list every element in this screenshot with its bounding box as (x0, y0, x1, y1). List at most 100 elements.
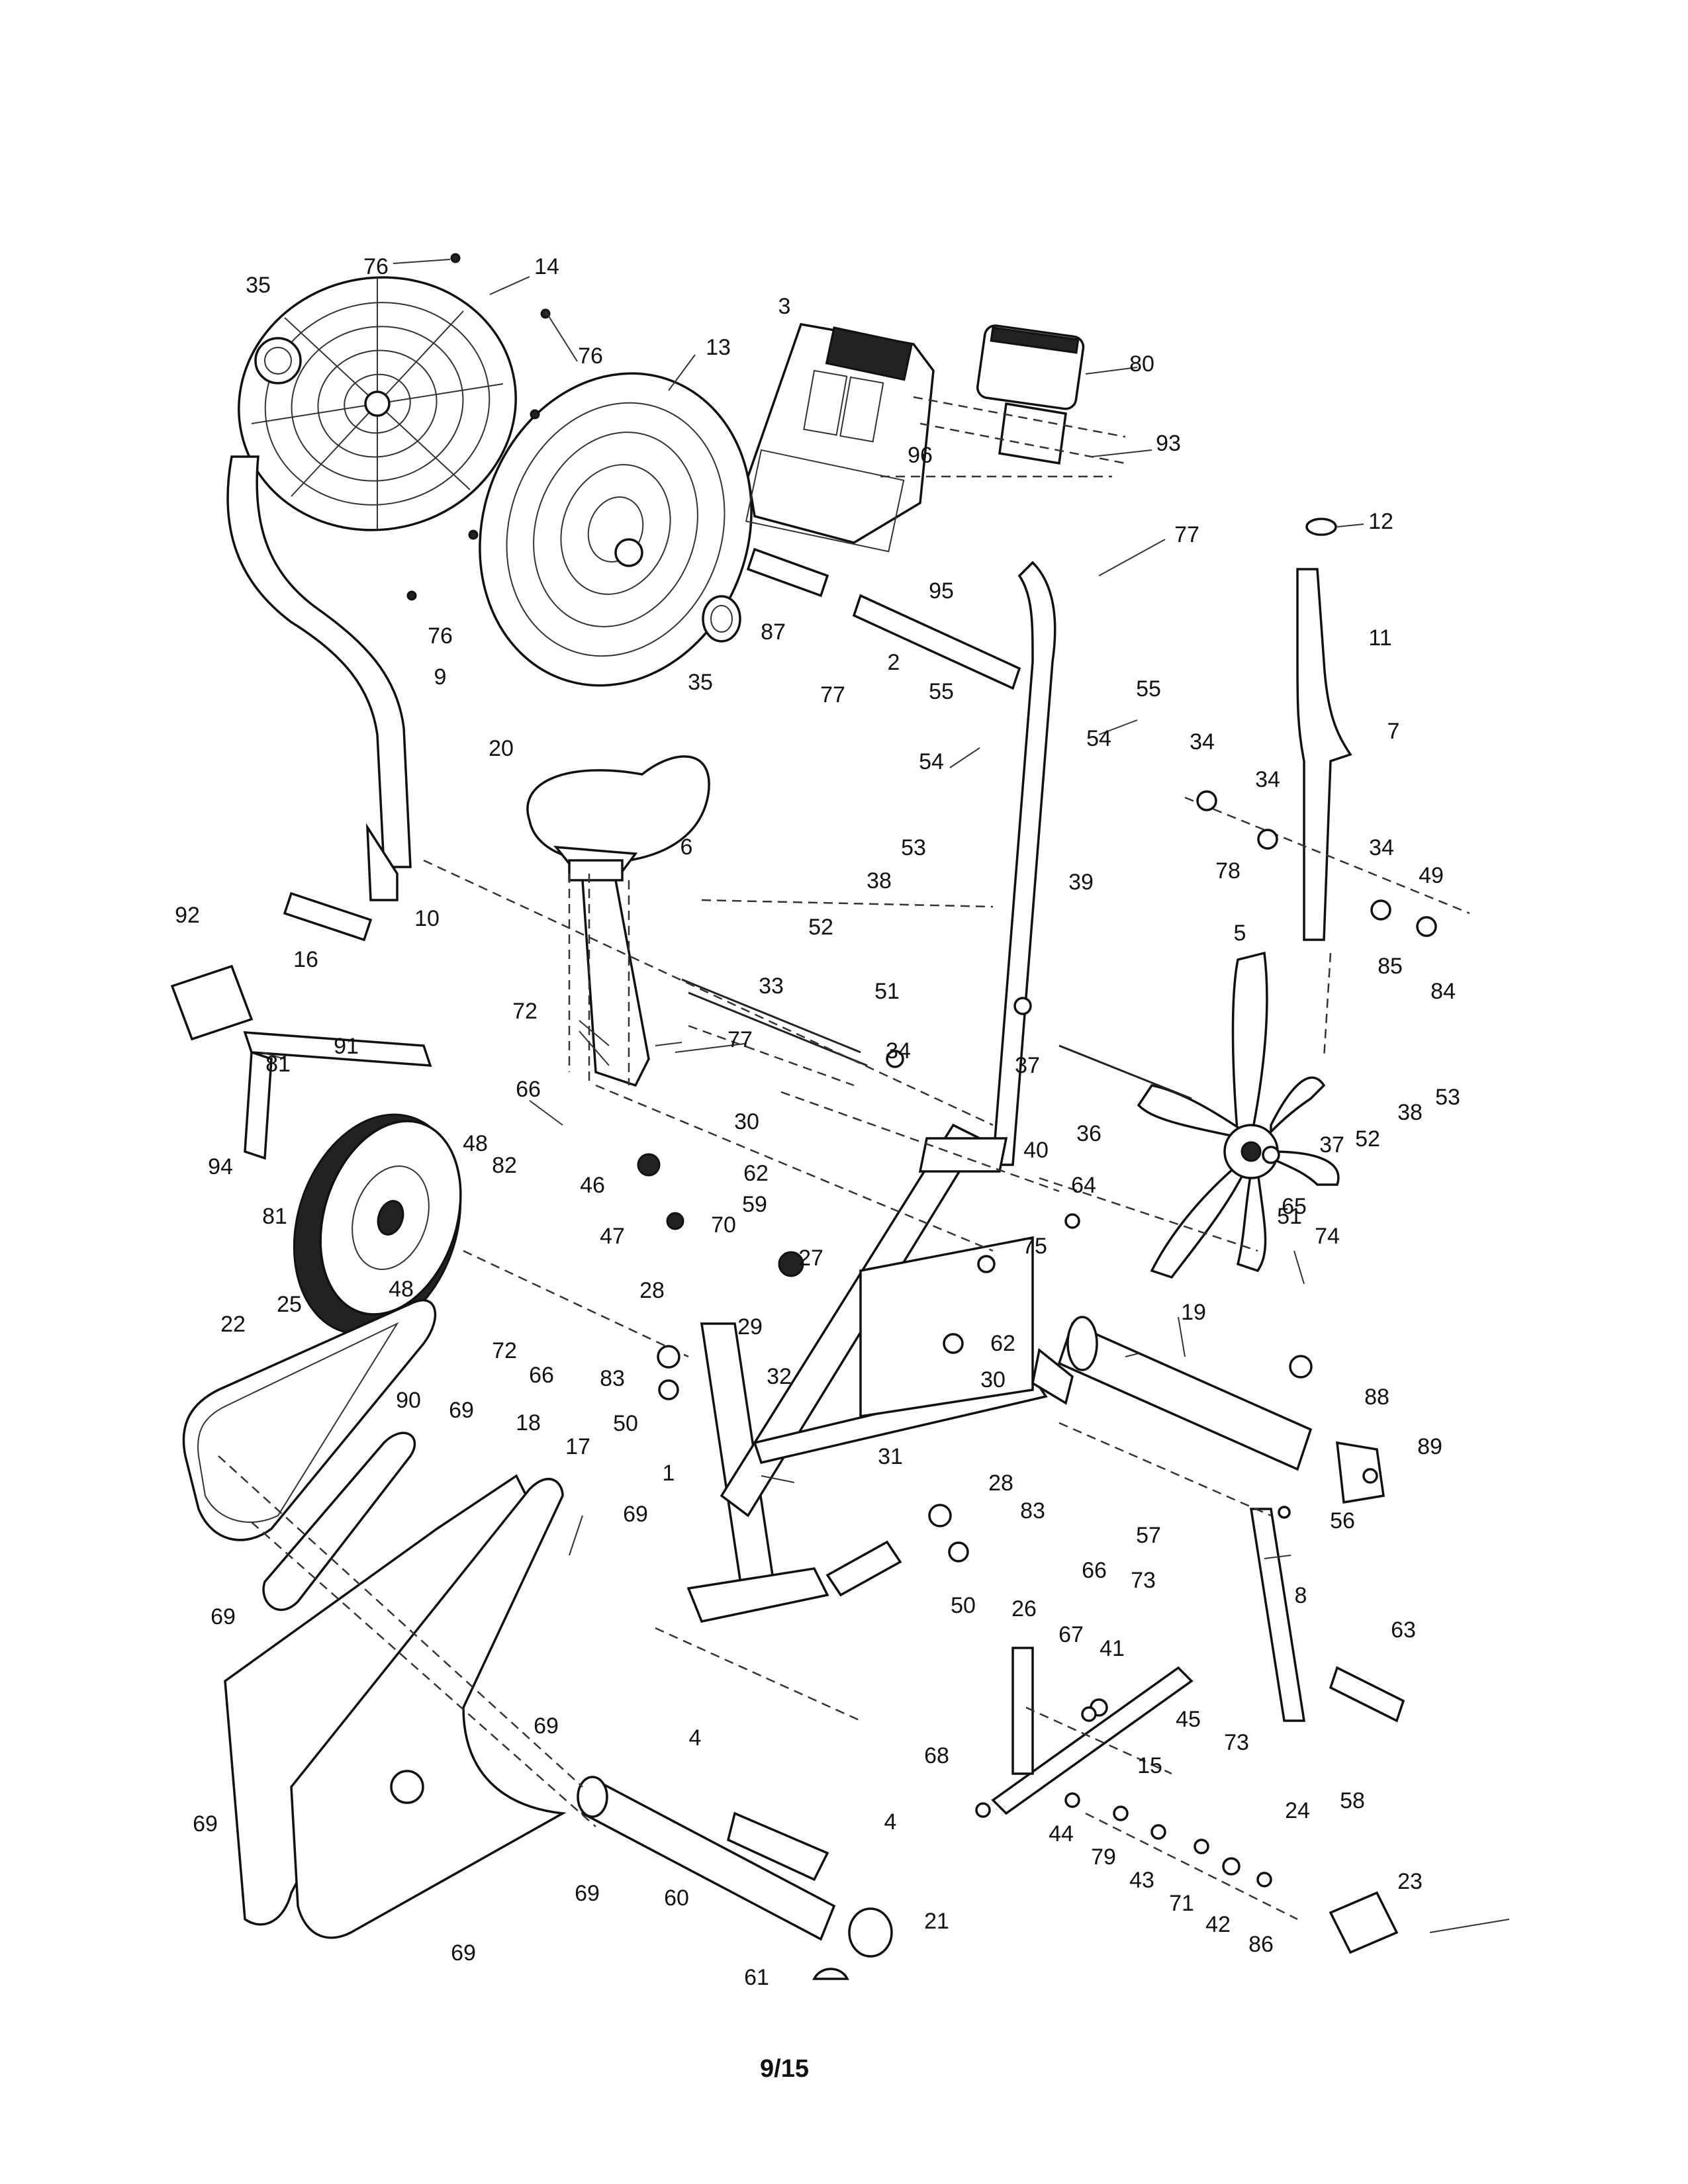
right-pedal (1329, 1891, 1399, 1954)
callout-34: 34 (1369, 835, 1394, 860)
callout-10: 10 (414, 906, 440, 931)
callout-21: 21 (924, 1909, 949, 1934)
callout-8: 8 (1295, 1583, 1307, 1608)
right-handlebar (1296, 568, 1352, 941)
callout-58: 58 (1340, 1788, 1365, 1813)
callout-27: 27 (798, 1246, 823, 1271)
rear-stabilizer (1057, 1316, 1385, 1504)
callout-4: 4 (884, 1809, 897, 1835)
callout-24: 24 (1285, 1798, 1310, 1823)
callout-34: 34 (1190, 729, 1215, 754)
callout-12: 12 (1368, 509, 1393, 534)
callout-93: 93 (1156, 431, 1181, 456)
callout-9: 9 (434, 664, 447, 690)
callout-6: 6 (680, 835, 693, 860)
callout-66: 66 (1082, 1558, 1107, 1583)
callout-55: 55 (1136, 676, 1161, 702)
callout-83: 83 (1020, 1498, 1045, 1524)
callout-59: 59 (742, 1192, 767, 1217)
callout-91: 91 (334, 1034, 359, 1059)
callout-13: 13 (706, 335, 731, 360)
callout-4: 4 (689, 1725, 702, 1751)
fan-axle (681, 978, 861, 1054)
callout-34: 34 (886, 1038, 911, 1064)
callout-29: 29 (737, 1314, 763, 1340)
callout-53: 53 (1435, 1085, 1460, 1110)
callout-64: 64 (1071, 1173, 1096, 1198)
callout-73: 73 (1131, 1568, 1156, 1593)
callout-67: 67 (1058, 1622, 1084, 1647)
callout-66: 66 (529, 1363, 554, 1388)
callout-92: 92 (175, 903, 200, 928)
callout-48: 48 (463, 1131, 488, 1156)
callout-77: 77 (727, 1027, 753, 1052)
callout-66: 66 (516, 1077, 541, 1102)
callout-63: 63 (1391, 1617, 1416, 1643)
callout-84: 84 (1430, 979, 1456, 1004)
callout-28: 28 (988, 1471, 1013, 1496)
callout-72: 72 (492, 1338, 517, 1363)
fan-grille-inner (479, 372, 753, 687)
fan-wheel (1137, 951, 1340, 1279)
callout-75: 75 (1022, 1234, 1047, 1259)
seat-post (553, 845, 650, 1087)
callout-31: 31 (878, 1444, 903, 1469)
callout-43: 43 (1129, 1868, 1154, 1893)
callout-79: 79 (1091, 1844, 1116, 1870)
callout-38: 38 (867, 868, 892, 893)
callout-46: 46 (580, 1173, 605, 1198)
callout-71: 71 (1169, 1891, 1194, 1916)
callout-69: 69 (211, 1604, 236, 1629)
callout-47: 47 (600, 1224, 625, 1249)
callout-78: 78 (1215, 858, 1241, 884)
fan-grille-outer (238, 276, 517, 531)
callout-69: 69 (451, 1940, 476, 1966)
callout-83: 83 (600, 1366, 625, 1391)
callout-30: 30 (734, 1109, 759, 1134)
drive-belt (182, 1298, 437, 1541)
callout-5: 5 (1234, 921, 1246, 946)
callout-81: 81 (262, 1204, 287, 1229)
left-crank-arm (243, 1031, 432, 1067)
callout-32: 32 (767, 1364, 792, 1389)
callout-22: 22 (220, 1312, 246, 1337)
callout-50: 50 (951, 1593, 976, 1618)
callout-82: 82 (492, 1153, 517, 1178)
callout-88: 88 (1364, 1385, 1389, 1410)
callout-86: 86 (1248, 1932, 1274, 1957)
callout-94: 94 (208, 1154, 233, 1179)
main-frame (686, 1123, 1074, 1623)
callout-54: 54 (1086, 726, 1111, 751)
callout-1: 1 (663, 1461, 675, 1486)
right-grip (1329, 1666, 1405, 1723)
callout-11: 11 (1368, 625, 1391, 651)
callout-35: 35 (246, 273, 271, 298)
callout-30: 30 (980, 1367, 1006, 1392)
callout-17: 17 (565, 1434, 590, 1459)
console (745, 323, 935, 553)
callout-48: 48 (389, 1277, 414, 1302)
callout-53: 53 (901, 835, 926, 860)
callout-42: 42 (1205, 1912, 1231, 1937)
callout-69: 69 (193, 1811, 218, 1837)
callout-76: 76 (363, 254, 389, 279)
callout-2: 2 (888, 650, 900, 675)
callout-85: 85 (1378, 954, 1403, 979)
callout-56: 56 (1330, 1508, 1355, 1533)
callout-90: 90 (396, 1388, 421, 1413)
callout-52: 52 (1355, 1126, 1380, 1152)
callout-38: 38 (1397, 1100, 1423, 1125)
callout-45: 45 (1176, 1707, 1201, 1732)
callout-54: 54 (919, 749, 944, 774)
callout-7: 7 (1387, 719, 1400, 744)
callout-72: 72 (512, 999, 538, 1024)
callout-50: 50 (613, 1411, 638, 1436)
callout-81: 81 (265, 1052, 291, 1077)
callout-96: 96 (908, 443, 933, 468)
drive-axle (1058, 1044, 1192, 1100)
callout-14: 14 (534, 254, 559, 279)
handle-grip (746, 547, 829, 598)
callout-34: 34 (1255, 767, 1280, 792)
